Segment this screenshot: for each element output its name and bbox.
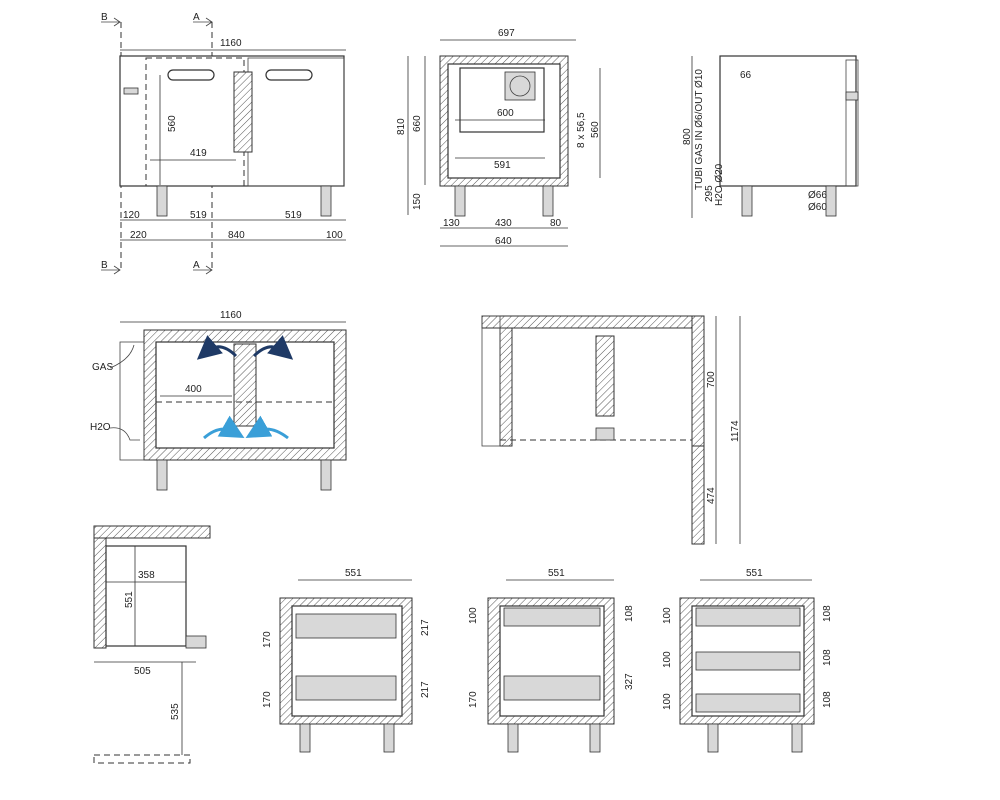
drawer-view-2: 551 100 170 108 327	[468, 568, 635, 753]
drawer1-left-1: 170	[262, 631, 273, 648]
right-dia-60: Ø60	[808, 202, 827, 213]
drawer2-top: 551	[548, 568, 565, 579]
right-h-295: 295	[704, 185, 715, 202]
section-b-label-bottom: B	[101, 260, 108, 271]
right-h-800: 800	[682, 128, 693, 145]
plan-view: 700 1174 474	[481, 315, 741, 545]
drawer2-right-2: 327	[624, 673, 635, 690]
drawer-view-3: 551 100 100 100 108 108 108	[662, 568, 833, 753]
drawer3-right-2: 108	[822, 649, 833, 666]
door-w-505: 505	[134, 666, 151, 677]
side-h-150: 150	[412, 193, 423, 210]
side-h-560: 560	[590, 121, 601, 138]
plan-h-1174: 1174	[730, 420, 741, 442]
front-leg-120: 120	[123, 210, 140, 221]
front-bot-220: 220	[130, 230, 147, 241]
side-b-130: 130	[443, 218, 460, 229]
front-leg-519b: 519	[285, 210, 302, 221]
drawer1-right-2: 217	[420, 681, 431, 698]
drawer3-right-1: 108	[822, 605, 833, 622]
front-bot-840: 840	[228, 230, 245, 241]
right-d-66: 66	[740, 70, 752, 81]
side-slots: 8 x 56,5	[576, 112, 587, 148]
airflow-width: 1160	[220, 310, 242, 321]
front-view: B A 1160 560 419 120 519 519 220 840 100…	[101, 12, 346, 275]
drawer1-left-2: 170	[262, 691, 273, 708]
drawer3-top: 551	[746, 568, 763, 579]
drawer2-left-1: 100	[468, 607, 479, 624]
drawer3-left-1: 100	[662, 607, 673, 624]
side-h-660: 660	[412, 115, 423, 132]
front-shelf-width: 419	[190, 148, 207, 159]
right-side-view: 800 TUBI GAS IN Ø6/OUT Ø10 66 295 H2O Ø2…	[682, 55, 859, 218]
front-inner-height: 560	[167, 115, 178, 132]
side-b-430: 430	[495, 218, 512, 229]
side-b-640: 640	[495, 236, 512, 247]
front-bot-100: 100	[326, 230, 343, 241]
right-dia-66: Ø66	[808, 190, 827, 201]
drawer1-right-1: 217	[420, 619, 431, 636]
door-h-551: 551	[124, 591, 135, 608]
airflow-h2o-label: H2O	[90, 422, 111, 433]
side-h-810: 810	[396, 118, 407, 135]
drawer3-right-3: 108	[822, 691, 833, 708]
door-opening-view: 551 358 505 535	[93, 525, 211, 764]
airflow-shelf-400: 400	[185, 384, 202, 395]
drawer2-left-2: 170	[468, 691, 479, 708]
side-b-80: 80	[550, 218, 562, 229]
plan-h-474: 474	[706, 487, 717, 504]
section-b-label-top: B	[101, 12, 108, 23]
drawer2-right-1: 108	[624, 605, 635, 622]
section-a-label-top: A	[193, 12, 200, 23]
side-section-view: 697 810 660 150 600 591 560 8 x 56,5 130…	[396, 28, 601, 247]
right-gas-label: TUBI GAS IN Ø6/OUT Ø10	[694, 69, 705, 190]
door-w-358: 358	[138, 570, 155, 581]
front-leg-519a: 519	[190, 210, 207, 221]
drawer-view-1: 551 170 170 217 217	[262, 568, 431, 753]
airflow-section-view: 1160 GAS H2O 400	[90, 310, 347, 491]
right-h2o-label: H2O Ø20	[714, 163, 725, 206]
section-a-label-bottom: A	[193, 260, 200, 271]
side-w-600: 600	[497, 108, 514, 119]
door-h-535: 535	[170, 703, 181, 720]
front-width: 1160	[220, 38, 242, 49]
side-top-697: 697	[498, 28, 515, 39]
plan-h-700: 700	[706, 371, 717, 388]
side-w-591: 591	[494, 160, 511, 171]
drawer3-left-3: 100	[662, 693, 673, 710]
drawer3-left-2: 100	[662, 651, 673, 668]
airflow-gas-label: GAS	[92, 362, 113, 373]
drawer1-top: 551	[345, 568, 362, 579]
